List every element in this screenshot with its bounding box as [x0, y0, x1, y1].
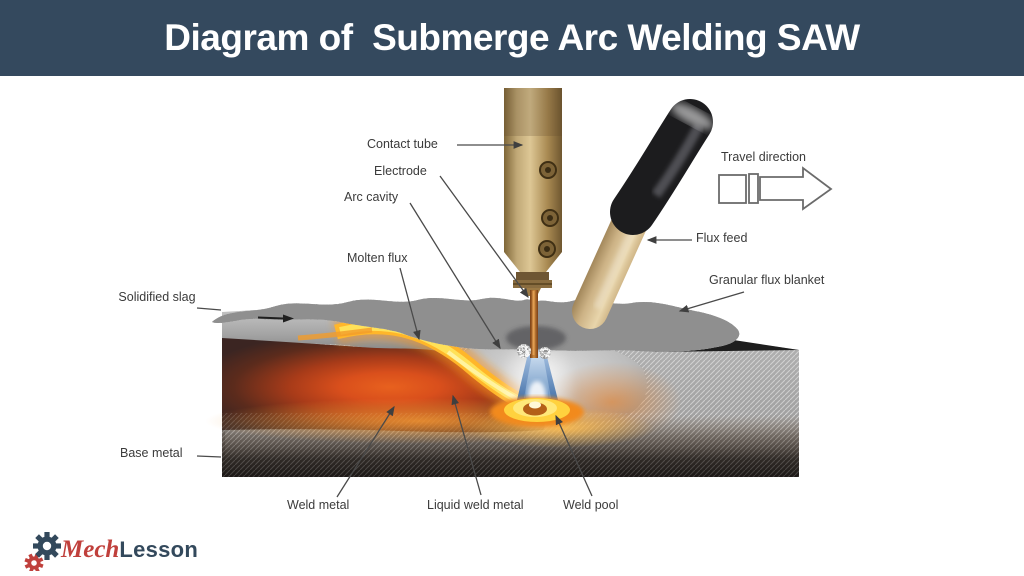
- logo-text-mech: Mech: [61, 536, 120, 563]
- label-solidified-slag: Solidified slag: [118, 290, 196, 304]
- leader-lines: [196, 141, 745, 498]
- gears-icon: [24, 532, 61, 571]
- title-banner: Diagram of Submerge Arc Welding SAW: [0, 0, 1024, 76]
- gear-icon-large: [33, 532, 61, 560]
- gear-icon-small: [24, 553, 44, 571]
- label-weld-pool: Weld pool: [563, 498, 619, 512]
- label-molten-flux: Molten flux: [347, 251, 408, 265]
- label-liquid-weld-metal: Liquid weld metal: [427, 498, 524, 512]
- flux-feed-hose: [610, 99, 714, 235]
- label-base-metal: Base metal: [120, 446, 183, 460]
- page-title: Diagram of Submerge Arc Welding SAW: [164, 17, 860, 58]
- travel-direction-arrow-icon: [718, 166, 833, 211]
- label-contact-tube: Contact tube: [367, 137, 438, 151]
- label-flux-feed: Flux feed: [696, 231, 748, 245]
- label-travel-direction: Travel direction: [721, 150, 806, 164]
- electrode-wire: [517, 290, 551, 359]
- label-electrode: Electrode: [374, 164, 427, 178]
- contact-tube-screws: [538, 161, 559, 258]
- slag-direction-arrow-icon: [257, 314, 294, 323]
- contact-tube-body: [504, 88, 562, 296]
- label-weld-metal: Weld metal: [287, 498, 350, 512]
- logo-text-lesson: Lesson: [119, 537, 199, 562]
- label-arc-cavity: Arc cavity: [344, 190, 399, 204]
- weld-pool-region: [490, 397, 584, 427]
- label-granular-flux-blanket: Granular flux blanket: [709, 273, 825, 287]
